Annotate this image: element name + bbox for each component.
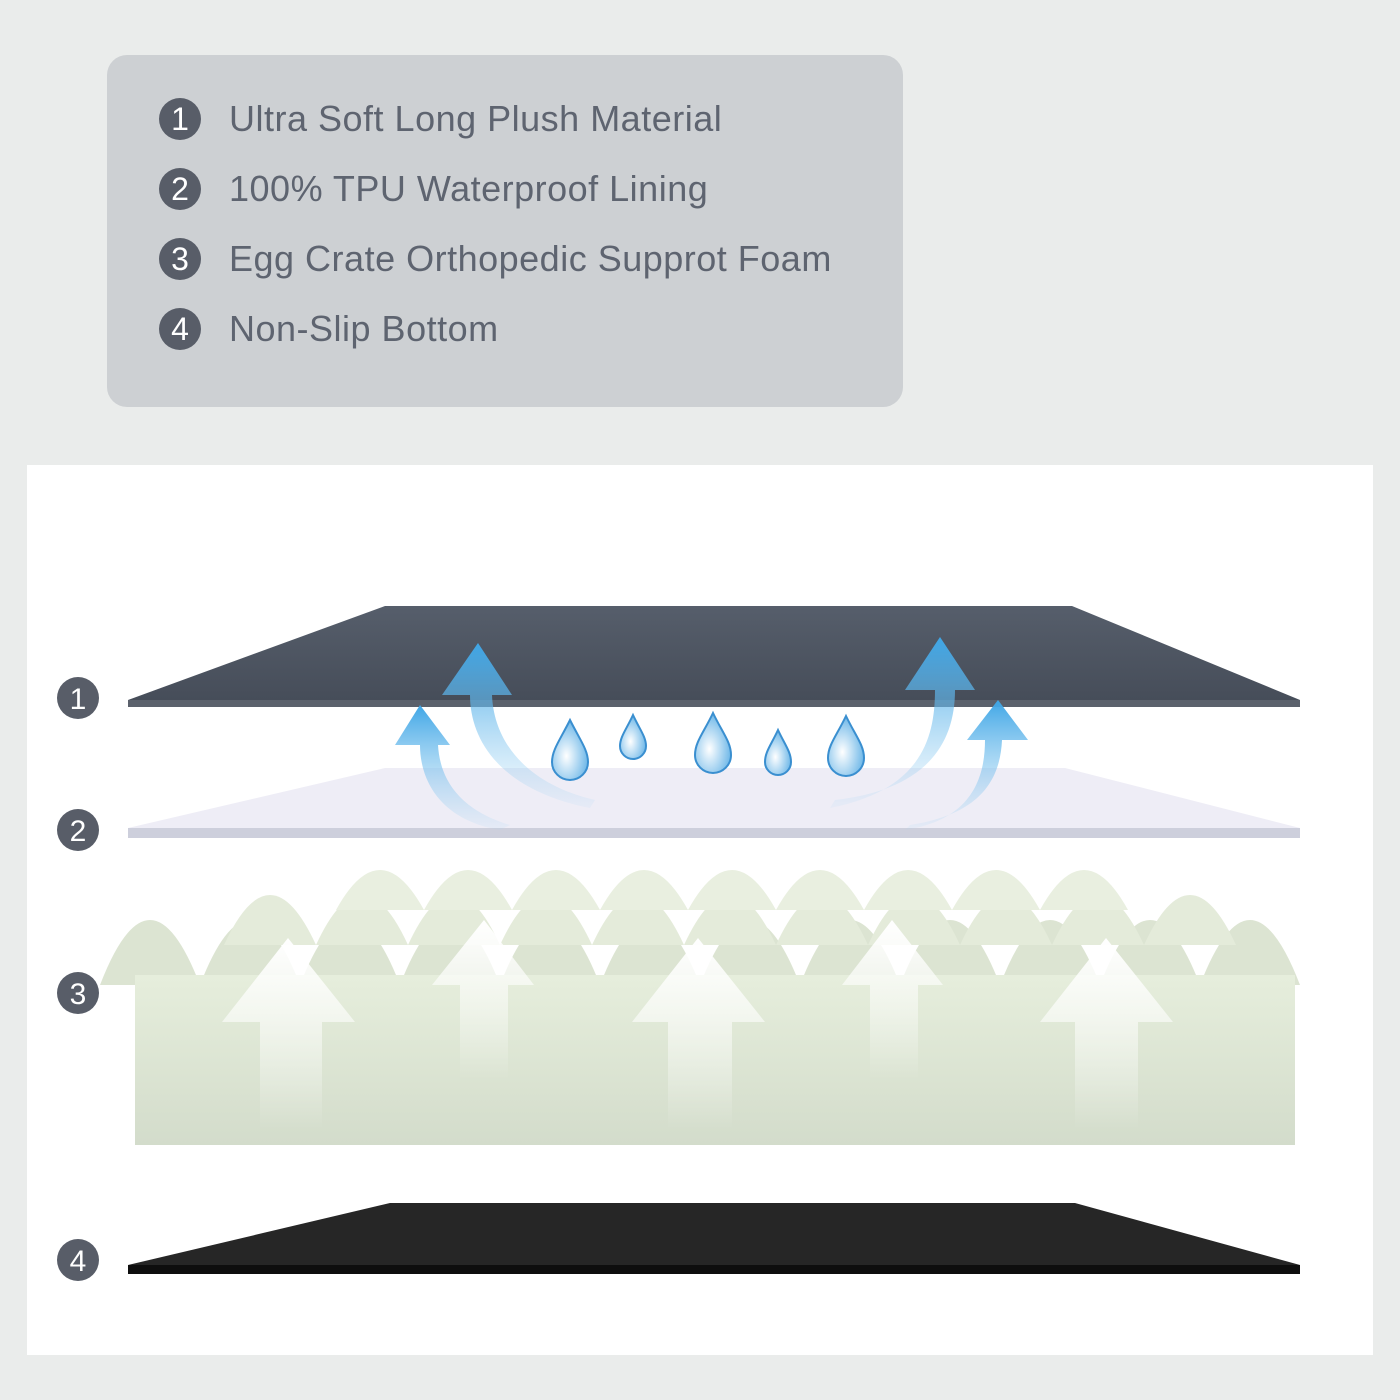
legend-item: 3 Egg Crate Orthopedic Supprot Foam <box>159 237 832 281</box>
tpu-lining-layer <box>128 768 1300 838</box>
non-slip-bottom-layer <box>128 1203 1300 1274</box>
foam-bump <box>952 870 1040 910</box>
foam-bump <box>224 895 316 945</box>
legend-label: Non-Slip Bottom <box>229 308 499 349</box>
layer-number: 2 <box>70 815 87 848</box>
foam-bump <box>336 870 424 910</box>
layer-badge: 3 <box>57 972 99 1014</box>
water-drop-icon <box>550 710 866 781</box>
legend-label: Egg Crate Orthopedic Supprot Foam <box>229 238 832 279</box>
layer-number: 4 <box>70 1245 87 1278</box>
layer-badge: 2 <box>57 809 99 851</box>
number-badge: 4 <box>159 308 201 350</box>
foam-bump <box>600 870 688 910</box>
foam-bump <box>864 870 952 910</box>
legend-item: 1 Ultra Soft Long Plush Material <box>159 97 722 141</box>
number-badge: 3 <box>159 238 201 280</box>
foam-bump <box>512 870 600 910</box>
number-badge: 2 <box>159 168 201 210</box>
foam-bump <box>688 870 776 910</box>
foam-bump <box>424 870 512 910</box>
number-badge: 1 <box>159 98 201 140</box>
layer-badge: 1 <box>57 677 99 719</box>
foam-bump <box>1040 870 1128 910</box>
layer-number: 3 <box>70 978 87 1011</box>
foam-bump <box>776 870 864 910</box>
foam-bump <box>100 920 200 985</box>
support-arrow-icon <box>222 920 1173 1130</box>
legend-label: 100% TPU Waterproof Lining <box>229 168 709 209</box>
feature-legend: 1 Ultra Soft Long Plush Material 2 100% … <box>107 55 903 407</box>
plush-layer <box>128 606 1300 707</box>
airflow-arrow-icon <box>395 637 1028 830</box>
foam-bump <box>1144 895 1236 945</box>
layer-badge: 4 <box>57 1239 99 1281</box>
legend-label: Ultra Soft Long Plush Material <box>229 98 723 139</box>
legend-item: 4 Non-Slip Bottom <box>159 307 499 351</box>
legend-item: 2 100% TPU Waterproof Lining <box>159 167 708 211</box>
layer-number: 1 <box>70 683 87 716</box>
